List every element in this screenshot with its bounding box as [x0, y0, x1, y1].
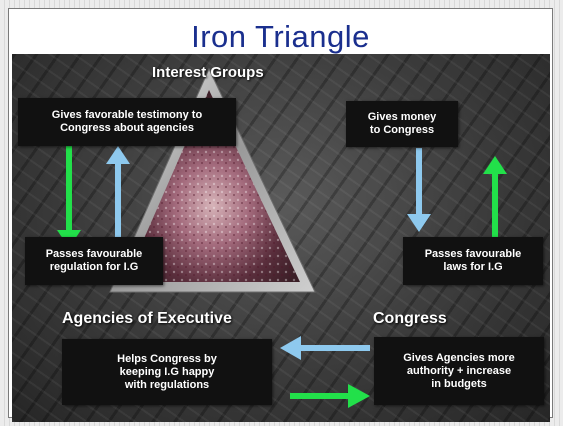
box-passes-regulation: Passes favourable regulation for I.G — [25, 237, 163, 285]
box-helps-congress: Helps Congress by keeping I.G happy with… — [62, 339, 272, 405]
green-arrow-up-right — [483, 156, 507, 240]
triangle-texture — [125, 90, 300, 282]
box-gives-agencies-authority: Gives Agencies more authority + increase… — [374, 337, 544, 405]
box-gives-money: Gives money to Congress — [346, 101, 458, 147]
green-arrow-right-bottom — [290, 384, 370, 408]
blue-arrow-down-right — [407, 148, 431, 232]
box-passes-laws: Passes favourable laws for I.G — [403, 237, 543, 285]
green-arrow-down-left — [57, 146, 81, 248]
blue-arrow-up-left — [106, 146, 130, 238]
vertex-label-agencies: Agencies of Executive — [62, 310, 232, 327]
vertex-label-interest-groups: Interest Groups — [152, 64, 264, 81]
slide-title: Iron Triangle — [191, 19, 370, 54]
iron-triangle-diagram: Interest Groups Agencies of Executive Co… — [12, 54, 550, 422]
box-favorable-testimony: Gives favorable testimony to Congress ab… — [18, 98, 236, 146]
blue-arrow-left-bottom — [280, 336, 370, 360]
vertex-label-congress: Congress — [373, 310, 447, 327]
